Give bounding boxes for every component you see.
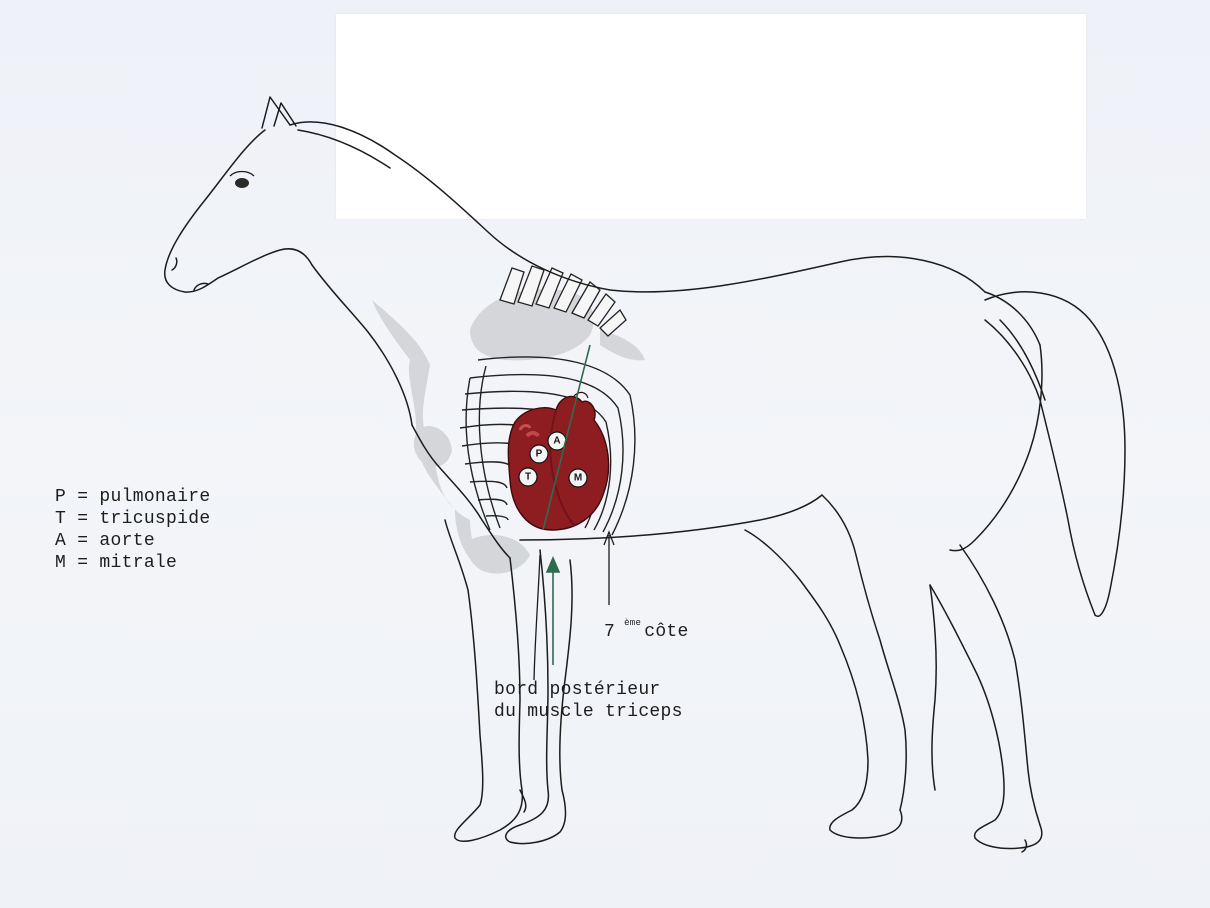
rib-arrow [604,532,614,605]
triceps-arrowhead [547,558,559,572]
triceps-label-line1: bord postérieur [494,679,683,701]
valve-mitral-letter: M [574,473,582,484]
valve-mitral-marker: M [569,469,587,487]
valve-tricuspid-letter: T [525,472,531,483]
legend-tricuspid: T = tricuspide [55,508,210,530]
legend-aortic: A = aorte [55,530,210,552]
valve-aortic-letter: A [553,436,560,447]
legend-pulmonary: P = pulmonaire [55,486,210,508]
horse-eye [230,172,254,189]
rib-ordinal-superscript: ème [624,618,641,628]
heart [508,392,608,530]
rib-number: 7 [604,622,615,642]
rib-word: côte [644,622,688,642]
triceps-leader [534,555,540,680]
valve-pulmonary-letter: P [536,449,543,460]
triceps-label-line2: du muscle triceps [494,701,683,723]
horse-outline [165,97,1125,852]
valve-tricuspid-marker: T [519,468,537,486]
valve-pulmonary-marker: P [530,445,548,463]
legend-mitral: M = mitrale [55,552,210,574]
valve-legend: P = pulmonaire T = tricuspide A = aorte … [55,486,210,574]
